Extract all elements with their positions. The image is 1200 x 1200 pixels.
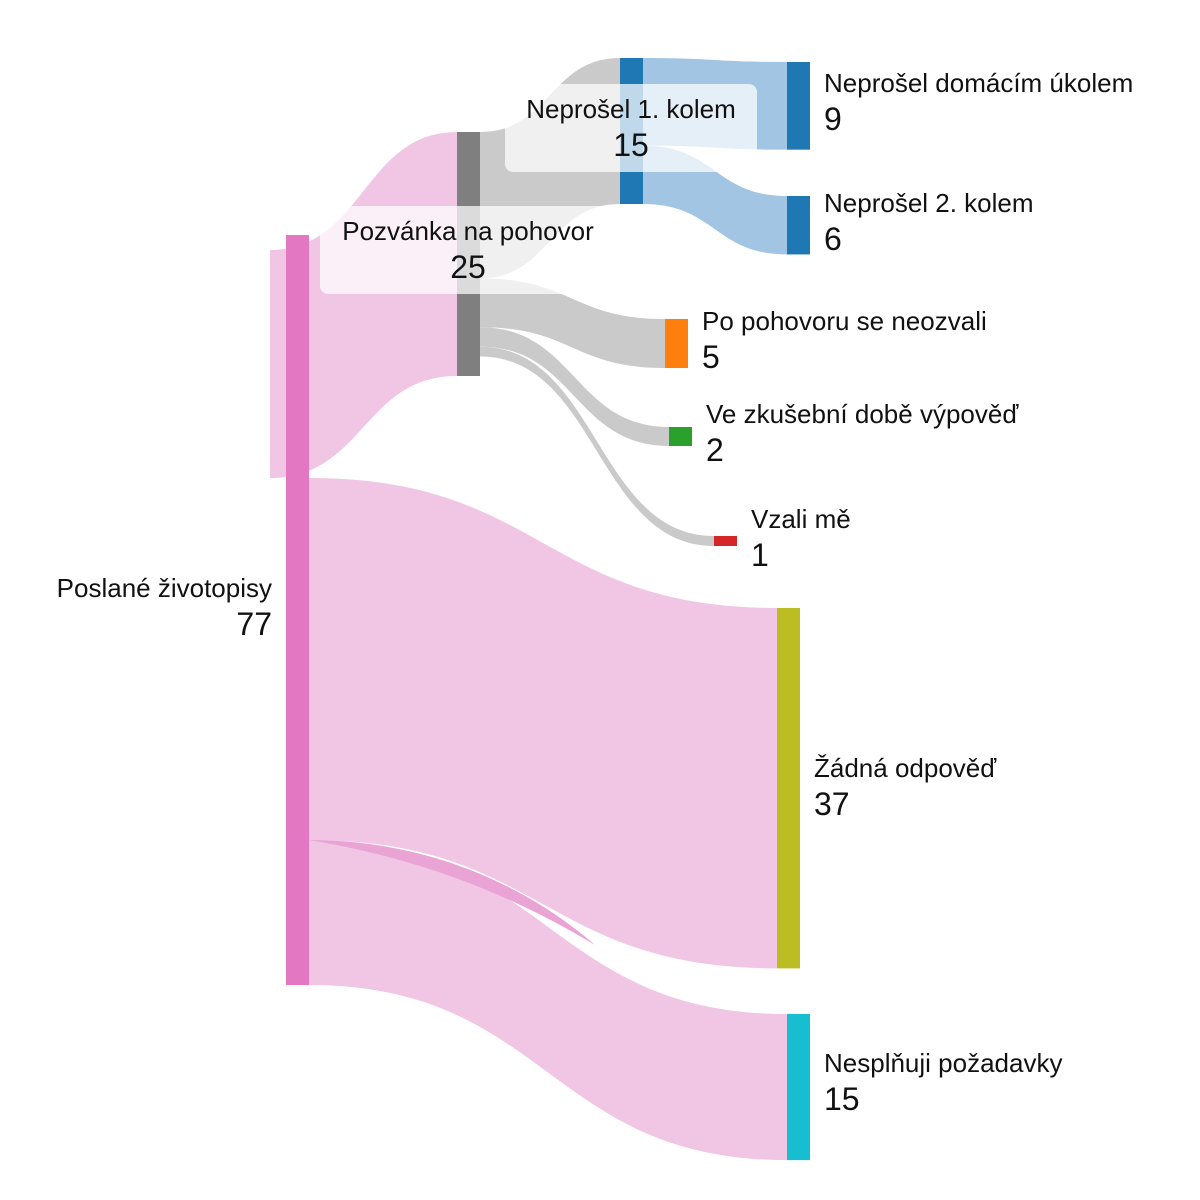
- node-value-noreply: 37: [814, 786, 850, 822]
- link-interview-noreply_after: [480, 278, 665, 368]
- node-label-homework: Neprošel domácím úkolem: [824, 68, 1133, 98]
- link-interview-probation: [480, 327, 669, 446]
- node-label-round2: Neprošel 2. kolem: [824, 188, 1034, 218]
- node-label-round1: Neprošel 1. kolem: [526, 94, 736, 124]
- sankey-label-boxes: [320, 84, 757, 294]
- node-label-hired: Vzali mě: [751, 504, 851, 534]
- node-value-requirements: 15: [824, 1081, 860, 1117]
- node-value-probation: 2: [706, 432, 724, 468]
- node-noreply: [777, 608, 800, 969]
- node-homework: [787, 62, 810, 150]
- node-label-noreply: Žádná odpověď: [814, 753, 997, 783]
- node-requirements: [787, 1014, 810, 1161]
- node-label-interview: Pozvánka na pohovor: [342, 216, 594, 246]
- node-probation: [669, 427, 692, 446]
- node-value-round2: 6: [824, 221, 842, 257]
- node-value-homework: 9: [824, 101, 842, 137]
- link-round1-round2: [643, 145, 787, 255]
- node-round2: [787, 196, 810, 255]
- link-interview-hired: [480, 346, 714, 546]
- node-value-hired: 1: [751, 537, 769, 573]
- node-value-round1: 15: [613, 127, 649, 163]
- link-cv-requirements: [309, 840, 787, 1161]
- node-cv: [286, 235, 309, 985]
- node-label-requirements: Nesplňuji požadavky: [824, 1048, 1062, 1078]
- node-hired: [714, 536, 737, 546]
- node-label-noreply_after: Po pohovoru se neozvali: [702, 306, 987, 336]
- node-label-probation: Ve zkušební době výpověď: [706, 399, 1019, 429]
- link-cv-noreply: [309, 478, 777, 969]
- node-value-interview: 25: [450, 249, 486, 285]
- node-value-cv: 77: [236, 606, 272, 642]
- label-box-interview: [320, 206, 616, 294]
- label-box-round1: [505, 84, 757, 172]
- node-label-cv: Poslané životopisy: [57, 573, 272, 603]
- node-noreply_after: [665, 319, 688, 368]
- node-value-noreply_after: 5: [702, 339, 720, 375]
